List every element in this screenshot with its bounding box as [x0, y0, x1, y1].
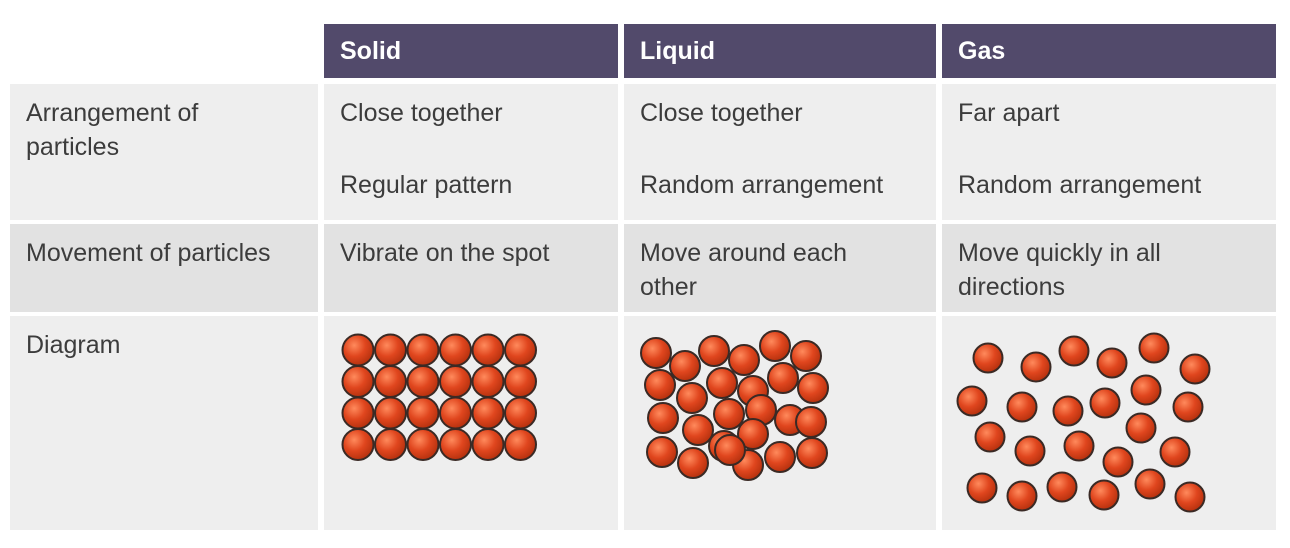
- gas-particle: [1046, 471, 1078, 503]
- gas-particle: [1089, 387, 1121, 419]
- solid-particle: [471, 428, 505, 461]
- solid-particle: [439, 428, 472, 461]
- column-header-gas: Gas: [942, 24, 1276, 78]
- solid-particle: [374, 428, 407, 461]
- liquid-particle: [698, 335, 730, 367]
- arrangement-gas: Far apart Random arrangement: [942, 84, 1276, 220]
- movement-liquid: Move around each other: [624, 224, 936, 312]
- column-header-solid: Solid: [324, 24, 618, 78]
- gas-particle: [1159, 436, 1191, 468]
- corner-cell: [10, 24, 318, 78]
- solid-particle: [406, 333, 440, 367]
- gas-particle: [974, 421, 1006, 453]
- solid-particle: [504, 428, 537, 461]
- gas-particle: [1006, 480, 1038, 512]
- gas-particle: [1006, 391, 1038, 423]
- gas-particle: [1088, 479, 1120, 511]
- arrangement-liquid-line-1: Close together: [640, 99, 803, 127]
- liquid-particle: [706, 367, 738, 399]
- liquid-particle: [677, 447, 709, 479]
- gas-particle-group: [956, 332, 1211, 513]
- gas-particle: [972, 342, 1004, 374]
- solid-particle: [341, 396, 375, 430]
- solid-particle: [504, 333, 537, 367]
- solid-particle: [406, 396, 440, 430]
- solid-particle: [471, 396, 505, 430]
- solid-particle-group: [341, 333, 537, 461]
- gas-particle: [1179, 353, 1211, 385]
- gas-particle: [1063, 430, 1095, 462]
- arrangement-solid: Close together Regular pattern: [324, 84, 618, 220]
- gas-particle: [1052, 395, 1084, 427]
- solid-particle: [341, 428, 375, 461]
- liquid-particle: [646, 436, 678, 468]
- row-label-arrangement: Arrangement of particles: [10, 84, 318, 220]
- arrangement-solid-line-2: Regular pattern: [340, 171, 513, 199]
- gas-particle: [1058, 335, 1090, 367]
- liquid-particle: [647, 402, 679, 434]
- solid-particle: [439, 365, 472, 398]
- solid-particle: [341, 365, 375, 398]
- solid-particle: [439, 333, 472, 367]
- gas-particle: [956, 385, 988, 417]
- solid-particle: [406, 428, 440, 461]
- gas-particle: [1020, 351, 1052, 383]
- arrangement-gas-line-1: Far apart: [958, 99, 1060, 127]
- gas-particle: [966, 472, 998, 504]
- arrangement-liquid-line-2: Random arrangement: [640, 171, 884, 199]
- movement-gas: Move quickly in all directions: [942, 224, 1276, 312]
- row-label-movement: Movement of particles: [10, 224, 318, 312]
- arrangement-gas-line-2: Random arrangement: [958, 171, 1202, 199]
- gas-particle: [1096, 347, 1128, 379]
- gas-particle: [1014, 435, 1046, 467]
- liquid-particle: [728, 344, 760, 376]
- liquid-particle: [737, 418, 769, 450]
- liquid-particle: [759, 330, 791, 362]
- gas-particle: [1125, 412, 1157, 444]
- solid-particle: [471, 333, 505, 367]
- solid-particle: [504, 396, 537, 430]
- liquid-particle: [676, 382, 708, 414]
- gas-particle: [1172, 391, 1204, 423]
- gas-particle: [1138, 332, 1170, 364]
- solid-particle: [374, 365, 407, 398]
- solid-particle: [406, 365, 440, 398]
- column-header-liquid: Liquid: [624, 24, 936, 78]
- liquid-particle: [714, 434, 746, 466]
- liquid-particle-group: [640, 330, 829, 481]
- solid-particle: [504, 365, 537, 398]
- solid-particle: [439, 396, 472, 430]
- liquid-particle: [644, 369, 676, 401]
- liquid-particle: [640, 337, 672, 369]
- arrangement-solid-line-1: Close together: [340, 99, 503, 127]
- row-label-diagram: Diagram: [10, 316, 318, 530]
- liquid-particle: [797, 372, 829, 404]
- movement-solid: Vibrate on the spot: [324, 224, 618, 312]
- solid-particle: [471, 365, 505, 398]
- gas-particle: [1174, 481, 1206, 513]
- liquid-particle: [764, 441, 796, 473]
- arrangement-liquid: Close together Random arrangement: [624, 84, 936, 220]
- solid-particle: [341, 333, 375, 367]
- gas-particle: [1130, 374, 1162, 406]
- liquid-particle: [669, 350, 701, 382]
- liquid-particle: [796, 437, 828, 469]
- liquid-particle: [682, 414, 714, 446]
- liquid-particle: [790, 340, 822, 372]
- liquid-particle: [767, 362, 799, 394]
- gas-particle: [1134, 468, 1166, 500]
- solid-particle: [374, 333, 407, 367]
- liquid-particle: [713, 398, 745, 430]
- solid-particle: [374, 396, 407, 430]
- liquid-particle: [795, 406, 827, 438]
- gas-particle: [1102, 446, 1134, 478]
